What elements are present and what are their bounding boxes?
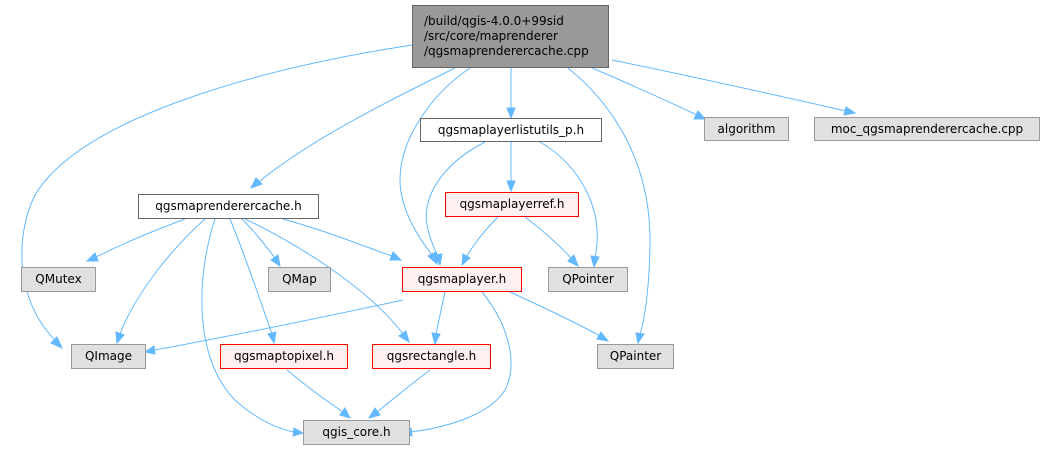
edge-root-qpainter <box>567 67 651 335</box>
node-maptopixel[interactable]: qgsmaptopixel.h <box>220 344 348 369</box>
arrowhead <box>461 253 471 267</box>
root-path-line-2: /src/core/maprenderer <box>424 29 558 43</box>
edge-maplayer-qimage <box>154 299 404 351</box>
node-label: moc_qgsmaprenderercache.cpp <box>830 121 1024 136</box>
edge-root-maplayer <box>399 67 471 257</box>
edge-listutils-qpointer <box>539 141 598 259</box>
node-qpainter[interactable]: QPainter <box>597 344 674 369</box>
arrowhead <box>367 407 381 419</box>
node-algorithm[interactable]: algorithm <box>704 117 789 141</box>
arrowhead <box>590 255 600 269</box>
root-file-path: /build/qgis-4.0.0+99sid /src/core/mapren… <box>424 14 589 59</box>
node-moc[interactable]: moc_qgsmaprenderercache.cpp <box>814 117 1040 141</box>
edge-root-algorithm <box>591 67 698 116</box>
edge-cacheh-rectangle <box>244 218 404 335</box>
arrowhead <box>567 254 579 268</box>
arrowhead <box>693 110 707 120</box>
node-label: qgsmaptopixel.h <box>233 349 334 363</box>
arrowhead <box>596 331 610 342</box>
node-listutils[interactable]: qgsmaplayerlistutils_p.h <box>420 118 602 142</box>
root-path-line-3: /qgsmaprenderercache.cpp <box>424 44 589 58</box>
arrowhead <box>115 331 125 345</box>
root-path-line-1: /build/qgis-4.0.0+99sid <box>424 14 564 28</box>
node-label: QPainter <box>609 349 662 363</box>
arrowhead <box>433 253 443 267</box>
node-label: QPointer <box>562 272 614 286</box>
edge-cacheh-qimage <box>119 218 206 335</box>
node-label: qgsmaplayerref.h <box>459 197 565 211</box>
arrowhead <box>267 331 277 345</box>
arrowhead <box>270 254 281 268</box>
node-qimage[interactable]: QImage <box>71 344 146 369</box>
edge-rectangle-core <box>376 369 431 413</box>
node-label: qgsmaplayerlistutils_p.h <box>437 122 585 137</box>
node-cacheh[interactable]: qgsmaprenderercache.h <box>138 194 319 219</box>
node-label: qgsmaprenderercache.h <box>155 199 302 213</box>
node-maplayer[interactable]: qgsmaplayer.h <box>402 267 522 292</box>
arrowhead <box>85 252 99 262</box>
arrowhead <box>292 427 305 437</box>
node-layerref[interactable]: qgsmaplayerref.h <box>445 192 579 217</box>
root-file-node[interactable]: /build/qgis-4.0.0+99sid /src/core/mapren… <box>412 5 609 68</box>
arrowhead <box>506 107 516 120</box>
node-qpointer[interactable]: QPointer <box>548 267 628 292</box>
node-qmutex[interactable]: QMutex <box>21 267 96 292</box>
edge-maptopixel-core <box>286 369 344 413</box>
node-label: algorithm <box>717 121 776 136</box>
arrowhead <box>398 330 410 344</box>
edge-cacheh-qmutex <box>95 218 186 258</box>
arrowhead <box>143 345 156 355</box>
edge-root-qimage <box>21 44 413 341</box>
node-rectangle[interactable]: qgsrectangle.h <box>372 344 491 369</box>
arrowhead <box>506 180 516 193</box>
edge-layerref-maplayer <box>466 216 499 257</box>
edge-maplayer-core <box>409 291 512 433</box>
node-core[interactable]: qgis_core.h <box>303 420 410 445</box>
edge-cacheh-qmap <box>241 218 276 259</box>
node-label: qgsrectangle.h <box>386 349 477 363</box>
arrowhead <box>249 177 263 189</box>
node-label: qgsmaplayer.h <box>417 272 507 286</box>
edge-maplayer-rectangle <box>435 291 446 335</box>
edge-layerref-qpointer <box>524 216 572 259</box>
arrowhead <box>339 407 351 419</box>
node-qmap[interactable]: QMap <box>268 267 331 292</box>
node-label: QImage <box>84 349 133 363</box>
edge-root-cacheh <box>259 67 456 182</box>
edge-cacheh-maptopixel <box>229 218 273 335</box>
edge-root-moc <box>611 59 847 112</box>
node-label: QMap <box>282 272 317 286</box>
arrowhead <box>50 336 64 350</box>
arrowhead <box>389 251 403 261</box>
arrowhead <box>843 106 857 116</box>
arrowhead <box>431 332 441 346</box>
edge-listutils-maplayer <box>425 141 486 257</box>
node-label: qgis_core.h <box>322 425 391 439</box>
edge-cacheh-core <box>201 218 295 433</box>
arrowhead <box>635 332 645 345</box>
edge-cacheh-maplayer <box>282 218 393 257</box>
edge-maplayer-qpainter <box>509 291 601 337</box>
node-label: QMutex <box>35 272 82 286</box>
